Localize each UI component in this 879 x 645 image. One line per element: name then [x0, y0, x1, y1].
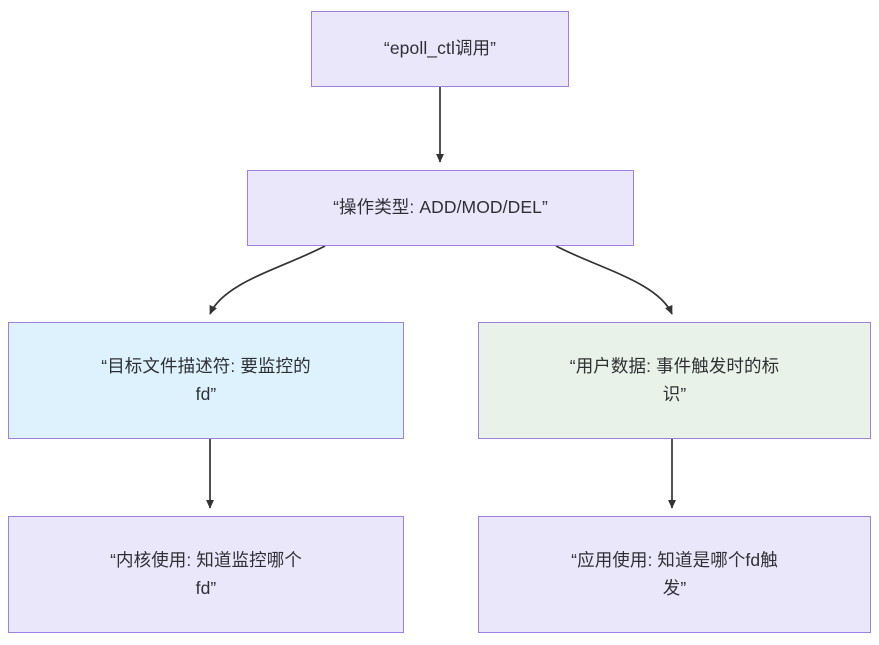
node-label: “用户数据: 事件触发时的标 识” [569, 356, 780, 404]
node-label: “epoll_ctl调用” [383, 38, 497, 59]
node-label: “应用使用: 知道是哪个fd触 发” [571, 550, 778, 598]
node-epoll-ctl-call[interactable]: “epoll_ctl调用” [311, 11, 569, 87]
node-target-file-descriptor[interactable]: “目标文件描述符: 要监控的 fd” [8, 322, 404, 439]
node-application-usage[interactable]: “应用使用: 知道是哪个fd触 发” [478, 516, 871, 633]
node-operation-type[interactable]: “操作类型: ADD/MOD/DEL” [247, 170, 634, 246]
edge-op-to-fd [209, 245, 326, 315]
node-label: “操作类型: ADD/MOD/DEL” [333, 197, 548, 218]
node-label: “目标文件描述符: 要监控的 fd” [101, 356, 311, 404]
node-kernel-usage[interactable]: “内核使用: 知道监控哪个 fd” [8, 516, 404, 633]
node-user-data[interactable]: “用户数据: 事件触发时的标 识” [478, 322, 871, 439]
node-label: “内核使用: 知道监控哪个 fd” [110, 550, 302, 598]
edge-op-to-udata [555, 245, 673, 315]
